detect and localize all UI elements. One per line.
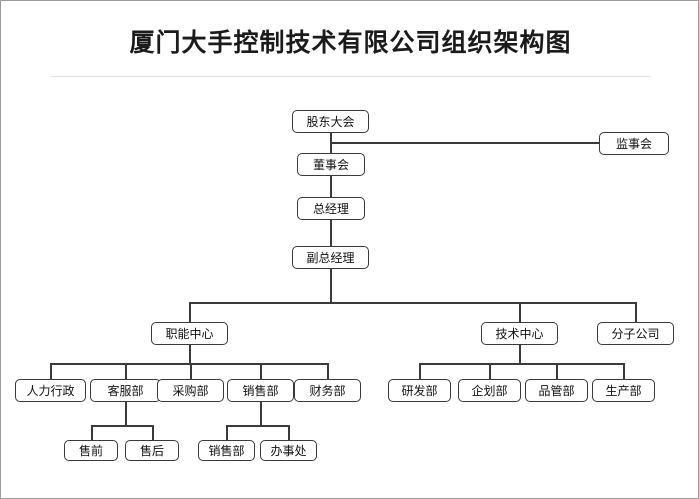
node-supervisory-board[interactable]: 监事会 <box>599 132 669 155</box>
connector-deputy-gm-drop <box>330 269 332 303</box>
connector-bar-to-subsidiary <box>635 302 637 322</box>
node-aftersale[interactable]: 售后 <box>125 440 179 461</box>
connector-bar-to-customer-service <box>125 363 127 379</box>
connector-bar-to-hr-admin <box>50 363 52 379</box>
node-quality-control-dept[interactable]: 品管部 <box>525 379 588 402</box>
node-customer-service-dept[interactable]: 客服部 <box>90 379 161 402</box>
node-label: 企划部 <box>471 383 508 398</box>
node-deputy-general-manager[interactable]: 副总经理 <box>292 246 369 269</box>
node-presale[interactable]: 售前 <box>64 440 118 461</box>
node-rnd-dept[interactable]: 研发部 <box>388 379 451 402</box>
branch-bar-customer-service-subs <box>91 425 152 427</box>
connector-tech-center-drop <box>519 345 521 364</box>
connector-bar-to-rnd <box>419 363 421 379</box>
branch-bar-sales-subs <box>226 425 288 427</box>
node-sales-dept[interactable]: 销售部 <box>227 379 294 402</box>
connector-shareholders-to-supervisors <box>330 142 599 144</box>
node-label: 客服部 <box>107 383 144 398</box>
connector-bar-to-sales-sub <box>226 425 228 440</box>
node-label: 股东大会 <box>306 114 355 129</box>
node-label: 售前 <box>78 443 103 458</box>
connector-bar-to-office <box>288 425 290 440</box>
node-label: 售后 <box>139 443 164 458</box>
node-planning-dept[interactable]: 企划部 <box>458 379 521 402</box>
node-label: 销售部 <box>208 443 245 458</box>
connector-bar-to-presale <box>91 425 93 440</box>
connector-sales-drop <box>260 402 262 426</box>
node-functional-center[interactable]: 职能中心 <box>151 322 228 345</box>
node-hr-administration[interactable]: 人力行政 <box>15 379 86 402</box>
node-production-dept[interactable]: 生产部 <box>592 379 655 402</box>
connector-bar-to-finance <box>327 363 329 379</box>
connector-functional-center-drop <box>189 345 191 364</box>
node-label: 技术中心 <box>495 326 544 341</box>
node-label: 监事会 <box>615 136 652 151</box>
connector-bar-to-sales <box>260 363 262 379</box>
node-label: 生产部 <box>605 383 642 398</box>
node-label: 销售部 <box>242 383 279 398</box>
node-label: 分子公司 <box>611 326 660 341</box>
node-label: 总经理 <box>312 201 349 216</box>
branch-bar-centers <box>189 302 636 304</box>
node-shareholders-meeting[interactable]: 股东大会 <box>292 110 369 133</box>
node-label: 人力行政 <box>26 383 75 398</box>
node-label: 董事会 <box>312 157 349 172</box>
node-label: 采购部 <box>172 383 209 398</box>
node-technology-center[interactable]: 技术中心 <box>481 322 558 345</box>
branch-bar-functional-depts <box>50 363 328 365</box>
node-label: 职能中心 <box>165 326 214 341</box>
connector-bar-to-purchasing <box>190 363 192 379</box>
node-general-manager[interactable]: 总经理 <box>297 197 365 220</box>
node-subsidiary-company[interactable]: 分子公司 <box>597 322 674 345</box>
connector-board-to-gm <box>330 176 332 197</box>
branch-bar-tech-depts <box>419 363 623 365</box>
node-label: 办事处 <box>270 443 307 458</box>
connector-bar-to-aftersale <box>152 425 154 440</box>
title-divider <box>51 76 651 77</box>
connector-gm-to-deputy-gm <box>330 220 332 246</box>
node-board-of-directors[interactable]: 董事会 <box>297 153 365 176</box>
connector-bar-to-functional-center <box>189 302 191 322</box>
connector-customer-service-drop <box>125 402 127 426</box>
connector-bar-to-planning <box>489 363 491 379</box>
page-title: 厦门大手控制技术有限公司组织架构图 <box>129 28 572 57</box>
node-purchasing-dept[interactable]: 采购部 <box>157 379 224 402</box>
node-branch-office[interactable]: 办事处 <box>260 440 317 461</box>
node-label: 研发部 <box>401 383 438 398</box>
node-sales-subunit[interactable]: 销售部 <box>198 440 255 461</box>
connector-bar-to-quality <box>556 363 558 379</box>
node-label: 副总经理 <box>306 250 355 265</box>
node-label: 品管部 <box>538 383 575 398</box>
connector-bar-to-tech-center <box>519 302 521 322</box>
node-finance-dept[interactable]: 财务部 <box>294 379 361 402</box>
connector-bar-to-production <box>623 363 625 379</box>
node-label: 财务部 <box>309 383 346 398</box>
